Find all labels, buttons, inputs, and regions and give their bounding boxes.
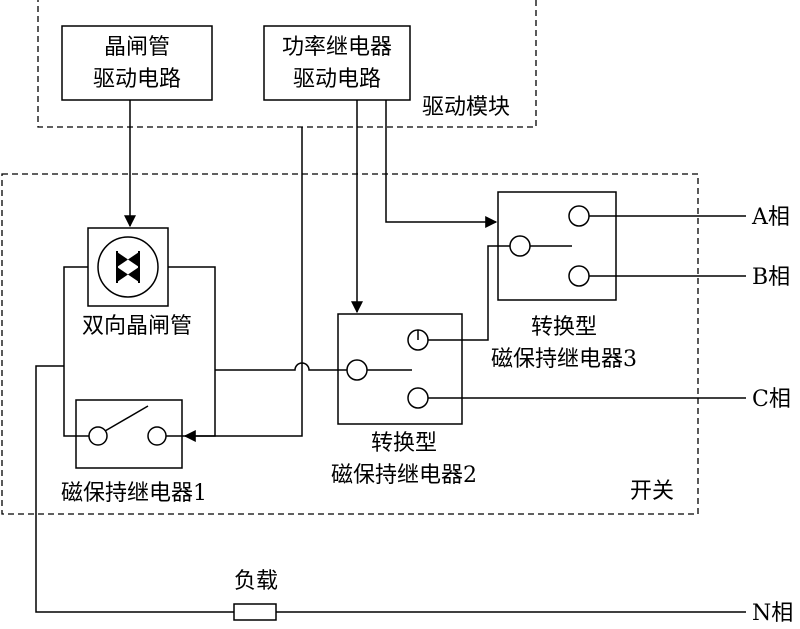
triac-label: 双向晶闸管 <box>82 314 192 339</box>
phase-a-label: A相 <box>751 205 790 230</box>
thyristor-drive-label-line1: 晶闸管 <box>104 35 170 60</box>
relay1-label: 磁保持继电器1 <box>61 481 207 506</box>
relay1-contact-blade <box>104 405 149 432</box>
triac-symbol <box>117 252 139 282</box>
phase-c-label: C相 <box>752 387 791 412</box>
load-resistor <box>233 603 277 621</box>
drive-module-boundary <box>37 0 537 128</box>
power-relay-drive-label-line2: 驱动电路 <box>293 67 381 92</box>
power-relay-drive-circuit: 功率继电器 驱动电路 <box>263 25 411 101</box>
relay3-label-line1: 转换型 <box>531 315 597 340</box>
load-label: 负载 <box>234 569 278 594</box>
switch-label: 开关 <box>630 479 674 504</box>
relay2-label-line2: 磁保持继电器2 <box>331 463 477 488</box>
drive-module-label: 驱动模块 <box>422 95 510 120</box>
power-relay-drive-label-line1: 功率继电器 <box>282 35 392 60</box>
switch-boundary <box>1 173 699 515</box>
thyristor-drive-circuit: 晶闸管 驱动电路 <box>61 25 213 101</box>
wires <box>35 100 746 613</box>
triac-component <box>87 227 169 307</box>
relay1-component <box>75 399 183 469</box>
relay3-component <box>497 191 617 301</box>
thyristor-drive-label-line2: 驱动电路 <box>93 67 181 92</box>
relay2-component <box>337 313 463 425</box>
relay2-label-line1: 转换型 <box>371 431 437 456</box>
phase-n-label: N相 <box>752 601 793 626</box>
phase-b-label: B相 <box>752 265 790 290</box>
relay3-label-line2: 磁保持继电器3 <box>491 347 637 372</box>
